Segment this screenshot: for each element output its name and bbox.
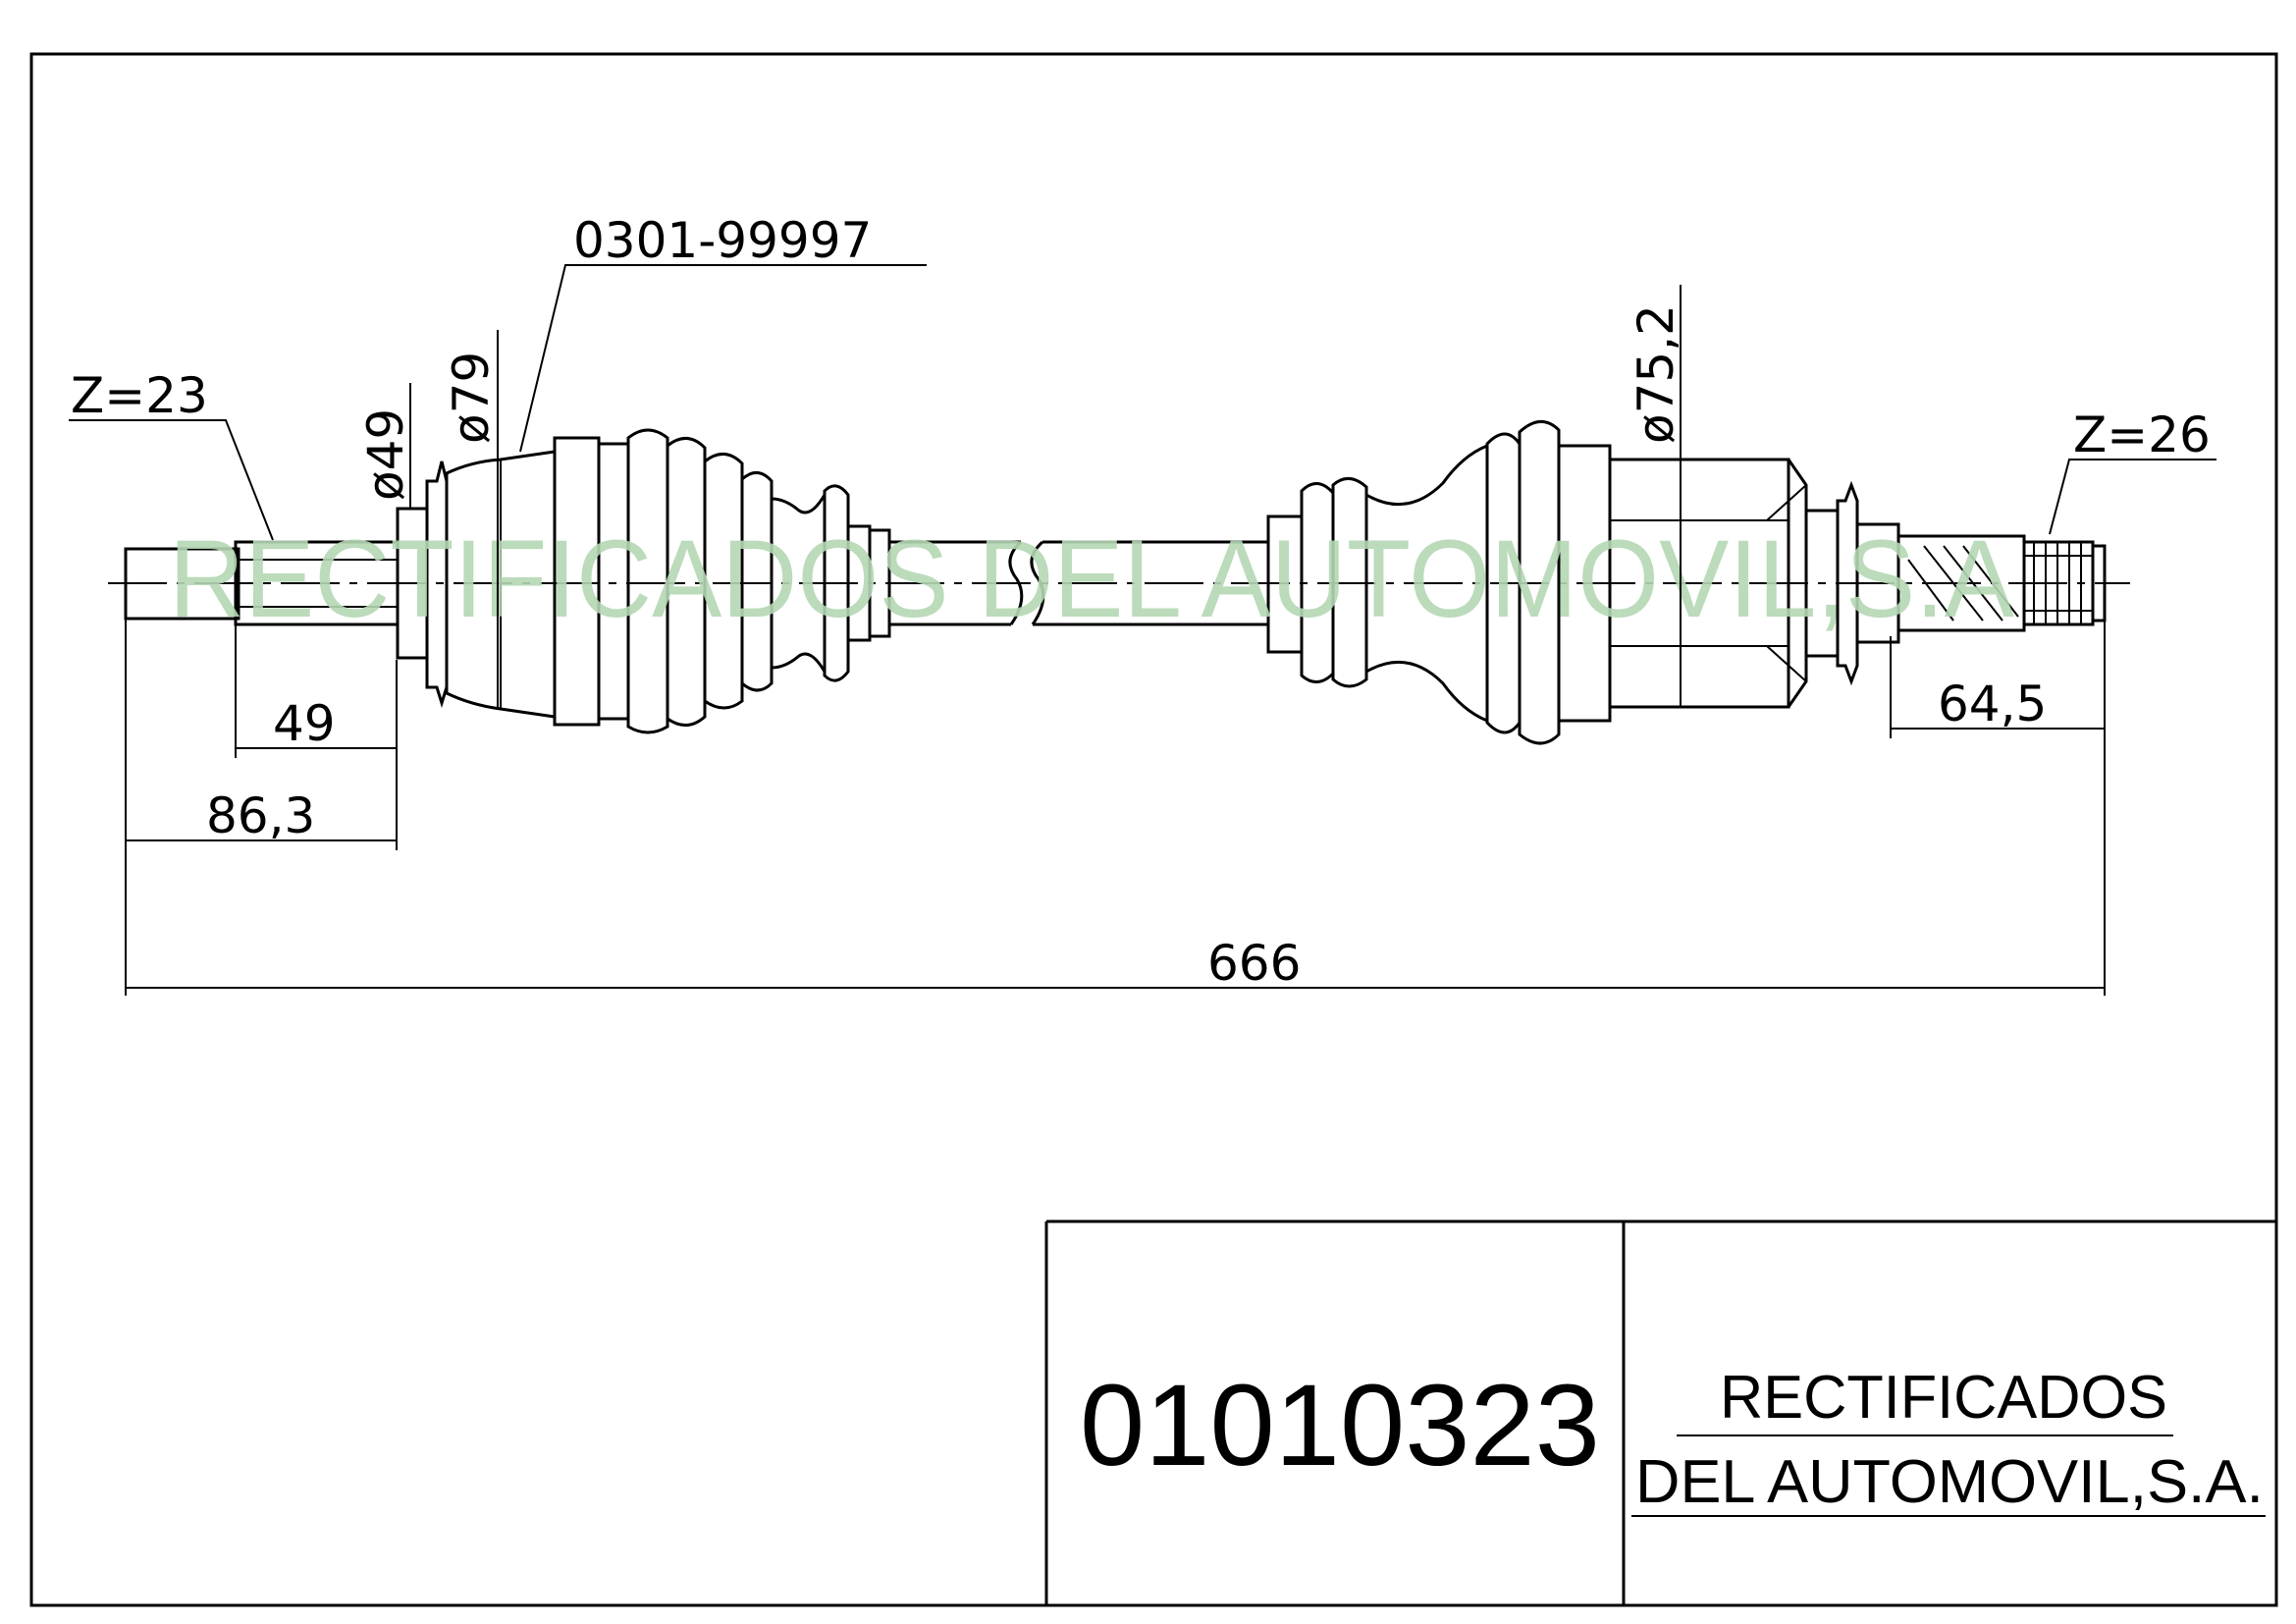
right-teeth-label: Z=26 xyxy=(2073,406,2211,463)
callout-z26: Z=26 xyxy=(2049,406,2216,535)
dimension-86-3-label: 86,3 xyxy=(206,787,315,844)
dimension-666: 666 xyxy=(126,935,2105,992)
part-number: 01010323 xyxy=(1080,1361,1600,1490)
title-block: 01010323 RECTIFICADOS DEL AUTOMOVIL,S.A. xyxy=(1044,1219,2276,1605)
dimension-64-5: 64,5 xyxy=(1890,621,2106,996)
callout-z23: Z=23 xyxy=(69,367,274,541)
diameter-79: ø79 xyxy=(443,330,500,709)
callout-boot-ref: 0301-99997 xyxy=(519,212,927,453)
diameter-49-label: ø49 xyxy=(357,408,414,501)
left-teeth-label: Z=23 xyxy=(71,367,208,424)
overall-length-label: 666 xyxy=(1207,935,1301,992)
intermediate-shaft xyxy=(889,540,1268,626)
watermark-text: RECTIFICADOS DEL AUTOMOVIL,S.A xyxy=(169,517,2014,640)
sheet-border xyxy=(29,52,2278,1607)
company-name-line1: RECTIFICADOS xyxy=(1720,1364,2167,1432)
dimension-49: 49 xyxy=(235,624,398,850)
diameter-49: ø49 xyxy=(357,383,414,509)
left-cv-joint xyxy=(445,428,891,734)
dimension-64-5-label: 64,5 xyxy=(1938,676,2047,732)
company-name-line2: DEL AUTOMOVIL,S.A. xyxy=(1635,1448,2264,1516)
diameter-75-2: ø75,2 xyxy=(1628,285,1684,707)
boot-kit-ref-label: 0301-99997 xyxy=(573,212,872,269)
dimension-49-label: 49 xyxy=(273,695,336,752)
diameter-79-label: ø79 xyxy=(443,352,500,444)
diameter-75-2-label: ø75,2 xyxy=(1628,304,1684,444)
right-stub-shaft xyxy=(1896,534,2107,632)
dimension-86-3: 86,3 xyxy=(125,619,397,996)
